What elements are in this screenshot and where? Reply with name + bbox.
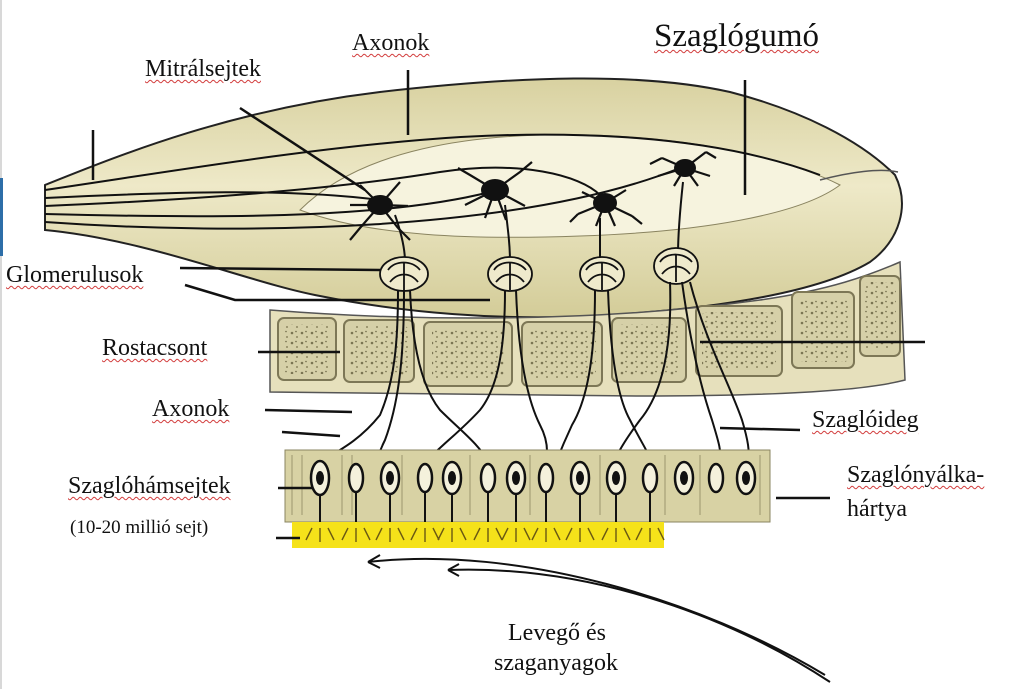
label-axons-top: Axonok: [352, 30, 430, 56]
glomerulus-4: [653, 247, 699, 285]
bulb-inner-highlight: [299, 134, 841, 238]
label-axons-mid: Axonok: [152, 396, 230, 422]
axon-tract-1: [44, 133, 821, 191]
label-mucosa-2: hártya: [847, 496, 907, 522]
label-air-1: Levegő és: [508, 620, 606, 646]
glomerulus-1: [379, 256, 429, 292]
left-window-edge: [0, 0, 2, 689]
leader-glom-1: [179, 266, 381, 272]
mitral-cell-2: [457, 161, 533, 221]
cilia: [305, 527, 665, 542]
glomerulus-2: [487, 256, 533, 292]
receptor-dendrites: [319, 492, 651, 528]
leader-nerve: [719, 426, 801, 432]
label-olfactory-nerve: Szaglóideg: [812, 407, 919, 433]
mitral-cell-1: [349, 181, 411, 241]
label-mucosa-1: Szaglónyálka-: [847, 462, 985, 488]
glomerulus-3: [579, 256, 625, 292]
label-glomeruli: Glomerulusok: [6, 262, 144, 288]
label-mitral-cells: Mitrálsejtek: [145, 56, 261, 82]
axon-bundles: [319, 281, 750, 463]
airflow-arrow-1: [367, 557, 826, 676]
mucus-layer: [292, 522, 664, 548]
label-air-2: szaganyagok: [494, 650, 618, 676]
leader-mitral: [239, 106, 366, 192]
mitral-cell-4: [649, 151, 717, 187]
label-cribriform-plate: Rostacsont: [102, 335, 208, 361]
label-receptor-count: (10-20 millió sejt): [70, 517, 209, 538]
leader-glom-2: [184, 283, 490, 302]
left-window-accent: [0, 178, 3, 256]
axon-tract-2: [44, 191, 381, 201]
mitral-cell-3: [569, 189, 643, 227]
axon-tract-5: [44, 167, 681, 230]
airflow-arrows: [367, 554, 831, 683]
bulb-layer-line: [819, 169, 899, 181]
receptor-nuclei: [316, 471, 750, 485]
airflow-arrow-2: [447, 568, 831, 683]
axon-tract-3: [44, 166, 601, 207]
label-receptor-cells: Szaglóhámsejtek: [68, 473, 231, 499]
axon-tract-4: [44, 191, 491, 218]
leader-lines: [91, 70, 925, 540]
label-olfactory-bulb: Szaglógumó: [654, 18, 819, 54]
leader-axon-mid: [264, 408, 353, 414]
leader-axon-mid-2: [281, 430, 341, 438]
